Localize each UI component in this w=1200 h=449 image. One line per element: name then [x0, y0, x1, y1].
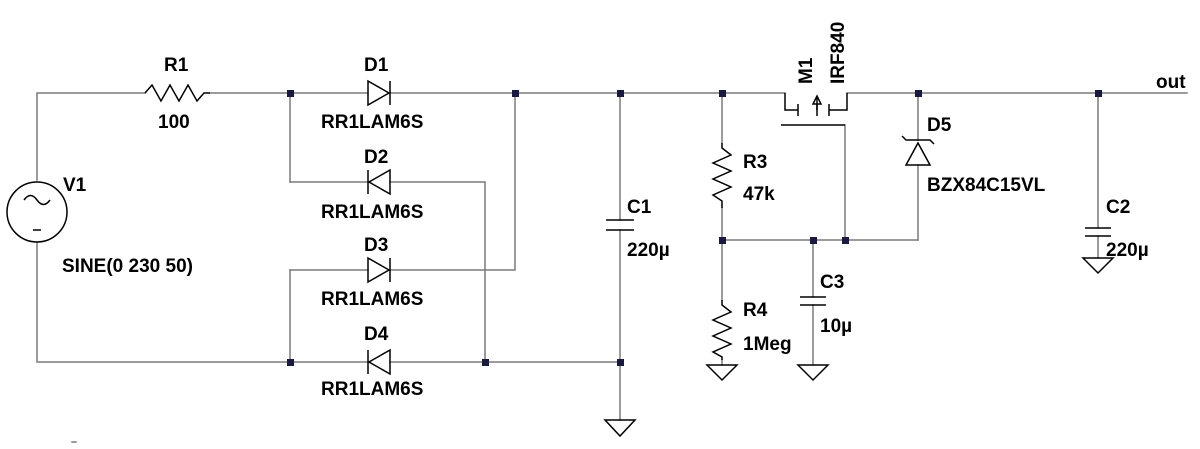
d2-ref-label: D2	[364, 147, 388, 168]
capacitor-c1: C1 220µ	[606, 197, 670, 261]
d4-value-label: RR1LAM6S	[321, 379, 423, 400]
v1-value-label: SINE(0 230 50)	[62, 256, 193, 277]
r4-ref-label: R4	[743, 300, 768, 321]
r1-value-label: 100	[158, 112, 190, 133]
diode-icon	[367, 79, 391, 107]
zener-diode-icon	[904, 141, 932, 166]
wire-v1-top	[36, 92, 146, 181]
c2-ref-label: C2	[1106, 197, 1130, 218]
sine-source-icon	[6, 181, 68, 243]
junction-dot	[512, 90, 519, 97]
resistor-zigzag-icon	[144, 83, 210, 103]
resistor-r4: R4 1Meg	[711, 300, 792, 360]
sine-wave-icon	[23, 194, 51, 206]
mosfet-source-lead	[829, 93, 848, 111]
d2-value-label: RR1LAM6S	[321, 202, 423, 223]
zener-cathode-bar	[901, 135, 935, 145]
wire-v1-bottom	[36, 242, 291, 363]
net-label-out: out	[1156, 72, 1186, 93]
mosfet-m1: M1 IRF840	[781, 22, 849, 126]
diode-d1: D1 RR1LAM6S	[321, 55, 423, 133]
grounds	[603, 257, 1115, 438]
wires	[36, 92, 1188, 421]
zener-diode-d5: D5 BZX84C15VL	[901, 115, 1046, 196]
m1-ref-label: M1	[796, 57, 817, 84]
diode-d2: D2 RR1LAM6S	[321, 147, 423, 223]
diode-icon	[367, 348, 391, 376]
d3-value-label: RR1LAM6S	[321, 289, 423, 310]
m1-value-label: IRF840	[828, 22, 849, 84]
c1-value-label: 220µ	[627, 240, 670, 261]
ground-icon	[705, 364, 739, 382]
voltage-source-v1: V1 SINE(0 230 50)	[6, 175, 193, 277]
junction-dot	[719, 237, 726, 244]
junction-dot	[617, 359, 624, 366]
junction-dot	[617, 90, 624, 97]
ground-icon	[1081, 257, 1115, 275]
wire-d2-right	[389, 181, 486, 363]
junction-dot	[810, 237, 817, 244]
resistor-r1: R1 100	[144, 55, 210, 133]
junctions	[287, 90, 1102, 366]
mosfet-drain-lead	[784, 93, 798, 111]
junction-dot	[287, 90, 294, 97]
d1-ref-label: D1	[364, 55, 389, 76]
ground-icon	[603, 419, 637, 438]
diode-icon	[367, 168, 391, 196]
capacitor-c3: C3 10µ	[800, 272, 852, 337]
c2-value-label: 220µ	[1106, 240, 1149, 261]
d3-ref-label: D3	[364, 235, 388, 256]
d1-value-label: RR1LAM6S	[321, 112, 423, 133]
junction-dot	[719, 90, 726, 97]
junction-dot	[482, 359, 489, 366]
wire-d3-right	[389, 92, 516, 271]
resistor-zigzag-icon	[711, 300, 733, 360]
c3-ref-label: C3	[820, 272, 844, 293]
diode-d4: D4 RR1LAM6S	[321, 324, 423, 400]
r4-value-label: 1Meg	[743, 334, 792, 355]
diode-icon	[367, 256, 391, 284]
diode-d3: D3 RR1LAM6S	[321, 235, 423, 310]
r1-ref-label: R1	[164, 55, 189, 76]
d5-value-label: BZX84C15VL	[927, 175, 1046, 196]
junction-dot	[1095, 90, 1102, 97]
resistor-zigzag-icon	[711, 143, 733, 208]
ground-icon	[796, 364, 830, 382]
r3-ref-label: R3	[743, 152, 767, 173]
d4-ref-label: D4	[364, 324, 389, 345]
v1-ref-label: V1	[63, 175, 87, 196]
c1-ref-label: C1	[627, 197, 652, 218]
c3-value-label: 10µ	[820, 316, 852, 337]
capacitor-c2: C2 220µ	[1085, 197, 1149, 261]
junction-dot	[287, 359, 294, 366]
mosfet-arrow-icon	[811, 94, 823, 105]
r3-value-label: 47k	[743, 184, 775, 205]
resistor-r3: R3 47k	[711, 143, 775, 208]
junction-dot	[915, 90, 922, 97]
d5-ref-label: D5	[927, 115, 952, 136]
junction-dot	[842, 237, 849, 244]
